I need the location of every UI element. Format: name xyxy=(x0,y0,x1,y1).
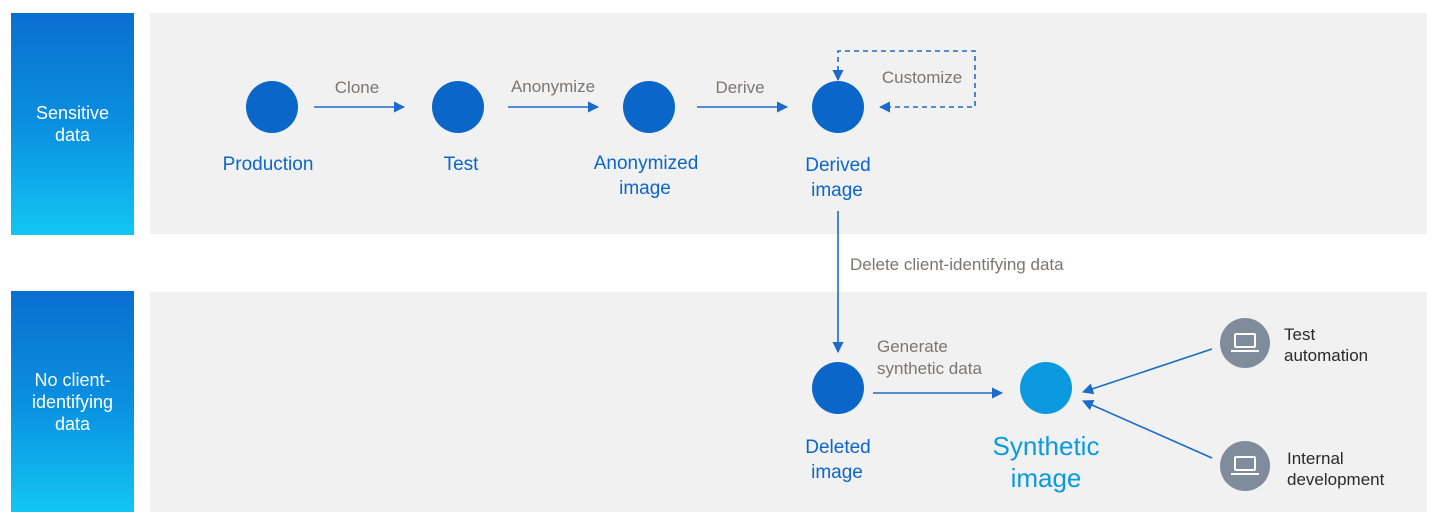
internal-development-label-line2: development xyxy=(1287,470,1385,489)
derive-label: Derive xyxy=(715,78,764,97)
internal-development-label-line1: Internal xyxy=(1287,449,1344,468)
test-automation-arrow xyxy=(1081,348,1213,395)
sensitive-data-label: Sensitive data xyxy=(11,13,134,235)
laptop-icon xyxy=(1231,333,1259,352)
test-automation-label-line1: Test xyxy=(1284,325,1315,344)
synthetic-image-node xyxy=(1020,362,1072,414)
no-client-data-label: No client- identifying data xyxy=(11,291,134,512)
test-label: Test xyxy=(444,154,480,175)
test-automation-client xyxy=(1220,318,1270,368)
synthetic-label-line1: Synthetic xyxy=(993,431,1100,461)
production-label: Production xyxy=(223,154,314,175)
anonymize-label: Anonymize xyxy=(511,77,595,96)
test-automation-label-line2: automation xyxy=(1284,346,1368,365)
no-client-data-panel xyxy=(150,292,1427,512)
anonymized-label-line2: image xyxy=(619,178,671,199)
test-node xyxy=(432,81,484,133)
delete-client-data-label: Delete client-identifying data xyxy=(850,255,1064,274)
deleted-label-line2: image xyxy=(811,462,863,483)
generate-label-line2: synthetic data xyxy=(877,359,982,378)
generate-label-line1: Generate xyxy=(877,337,948,356)
derived-image-node xyxy=(812,81,864,133)
anonymized-image-node xyxy=(623,81,675,133)
internal-development-client xyxy=(1220,441,1270,491)
production-node xyxy=(246,81,298,133)
test-automation-circle xyxy=(1220,318,1270,368)
deleted-label-line1: Deleted xyxy=(805,437,871,458)
customize-loop-arrow xyxy=(832,50,976,113)
laptop-icon xyxy=(1231,456,1259,475)
clone-label: Clone xyxy=(335,78,379,97)
customize-label: Customize xyxy=(882,68,962,87)
internal-development-circle xyxy=(1220,441,1270,491)
derived-label-line1: Derived xyxy=(805,155,870,176)
deleted-image-node xyxy=(812,362,864,414)
anonymized-label-line1: Anonymized xyxy=(594,153,699,174)
derived-label-line2: image xyxy=(811,180,863,201)
internal-development-arrow xyxy=(1081,399,1213,459)
synthetic-label-line2: image xyxy=(1011,463,1082,493)
sensitive-data-panel xyxy=(150,13,1427,234)
